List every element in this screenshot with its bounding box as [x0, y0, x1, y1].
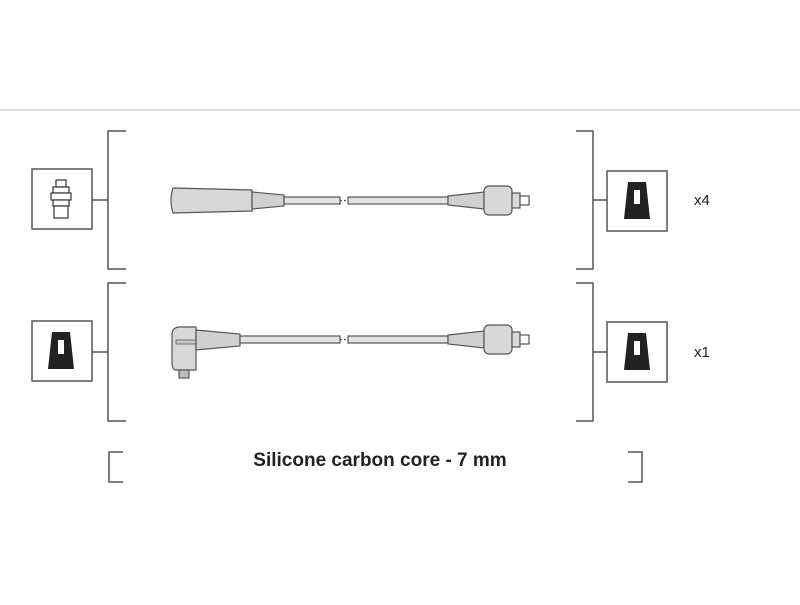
distributor-boot-icon [31, 320, 93, 382]
straight-boot [170, 187, 253, 214]
caption-bracket-left [108, 451, 123, 483]
right-bracket-row-2 [576, 282, 594, 422]
cable-assembly-row-1 [170, 185, 530, 216]
left-bracket-row-2 [107, 282, 126, 422]
quantity-label-row-2: x1 [694, 344, 710, 361]
right-boot [483, 185, 513, 216]
distributor-boot-icon [606, 170, 668, 232]
cable-row-2 [31, 282, 668, 422]
cable-row-1 [31, 130, 668, 270]
quantity-label-row-1: x4 [694, 192, 710, 209]
cable-spec-caption: Silicone carbon core - 7 mm [253, 450, 507, 471]
wire-segment-left [283, 196, 341, 205]
right-bracket-row-1 [576, 130, 594, 270]
wire-segment-right [347, 196, 449, 205]
cable-assembly-row-2 [171, 324, 530, 379]
caption-bracket-right [628, 451, 643, 483]
plug-boot-icon [31, 168, 93, 230]
distributor-boot-icon [606, 321, 668, 383]
left-bracket-row-1 [107, 130, 126, 270]
terminal-clip [519, 195, 530, 206]
angled-boot [171, 326, 197, 371]
